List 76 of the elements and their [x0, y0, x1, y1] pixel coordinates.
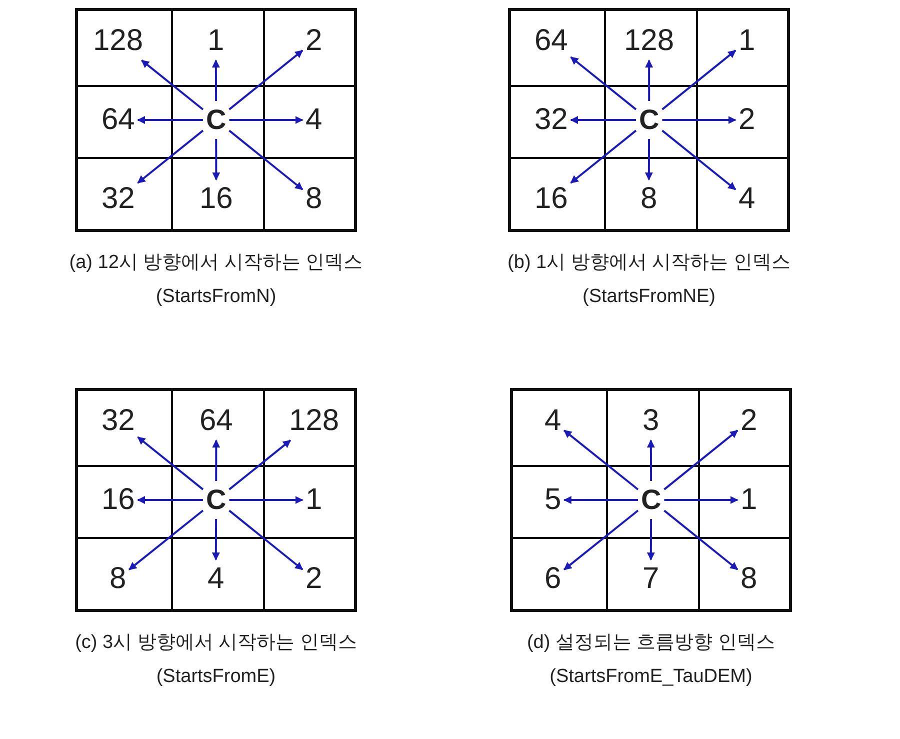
direction-number: 6: [544, 562, 562, 595]
direction-number: 7: [642, 562, 660, 595]
arrow: [664, 430, 738, 490]
direction-number: 16: [534, 182, 568, 215]
arrow: [212, 139, 220, 180]
arrow: [646, 440, 655, 481]
arrow: [644, 139, 653, 180]
direction-number: 1: [208, 25, 224, 58]
arrow: [137, 130, 204, 184]
direction-number: 16: [200, 182, 233, 215]
arrow: [570, 130, 637, 184]
direction-number: 8: [640, 182, 658, 215]
figure-caption: (b) 1시 방향에서 시작하는 인덱스 (StartsFromNE): [506, 251, 792, 309]
arrow: [137, 436, 204, 490]
direction-number: 128: [624, 25, 674, 58]
arrow: [229, 116, 304, 124]
direction-number: 32: [102, 405, 135, 438]
direction-number: 8: [740, 562, 758, 595]
center-label: C: [639, 104, 660, 136]
direction-number: 4: [306, 104, 322, 136]
direction-number: 2: [306, 562, 322, 595]
figure-caption: (a) 12시 방향에서 시작하는 인덱스 (StartsFromN): [68, 251, 364, 309]
arrow: [229, 496, 304, 504]
center-label: C: [641, 484, 662, 516]
grid-drawing: [510, 388, 792, 612]
direction-number: 64: [200, 405, 233, 438]
direction-number: 2: [306, 25, 322, 58]
direction-number: 3: [642, 405, 660, 438]
arrow: [664, 496, 738, 504]
arrow: [137, 116, 203, 124]
grid-drawing: [75, 388, 357, 612]
arrow: [646, 519, 655, 560]
center-label: C: [206, 104, 226, 136]
arrow: [228, 440, 292, 490]
arrow: [662, 130, 736, 190]
direction-number: 4: [738, 182, 756, 215]
arrow: [212, 60, 220, 101]
arrow: [645, 60, 654, 101]
direction-number: 1: [740, 484, 758, 516]
arrow: [570, 56, 637, 110]
direction-number: 32: [534, 104, 568, 136]
direction-number: 64: [534, 25, 568, 58]
arrow: [564, 510, 639, 570]
arrow: [570, 116, 636, 124]
direction-number: 128: [289, 405, 340, 438]
direction-number: 2: [740, 405, 758, 438]
direction-number: 32: [102, 182, 135, 215]
direction-number: 4: [208, 562, 224, 595]
arrow: [662, 116, 736, 124]
arrow: [228, 50, 304, 110]
direction-number: 1: [306, 484, 322, 516]
arrow: [662, 50, 736, 110]
arrow: [141, 60, 204, 110]
direction-number: 1: [738, 25, 756, 58]
direction-number: 64: [102, 104, 135, 136]
grid-drawing: [508, 8, 790, 232]
arrow: [664, 510, 738, 570]
arrow: [563, 496, 638, 504]
direction-number: 8: [306, 182, 322, 215]
arrow: [212, 440, 220, 481]
direction-number: 8: [110, 562, 126, 595]
arrow: [228, 130, 304, 190]
direction-number: 5: [544, 484, 562, 516]
center-label: C: [206, 484, 226, 516]
grid-drawing: [75, 8, 357, 232]
arrow: [137, 496, 203, 504]
figure-caption: (c) 3시 방향에서 시작하는 인덱스 (StartsFromE): [74, 631, 358, 689]
arrow: [212, 519, 220, 560]
direction-number: 16: [102, 484, 135, 516]
arrow: [564, 430, 639, 490]
direction-number: 2: [738, 104, 756, 136]
direction-number: 4: [544, 405, 562, 438]
figure-caption: (d) 설정되는 흐름방향 인덱스(StartsFromE_TauDEM): [526, 631, 776, 689]
arrow: [128, 510, 204, 570]
arrow: [228, 510, 304, 570]
direction-number: 128: [93, 25, 144, 58]
